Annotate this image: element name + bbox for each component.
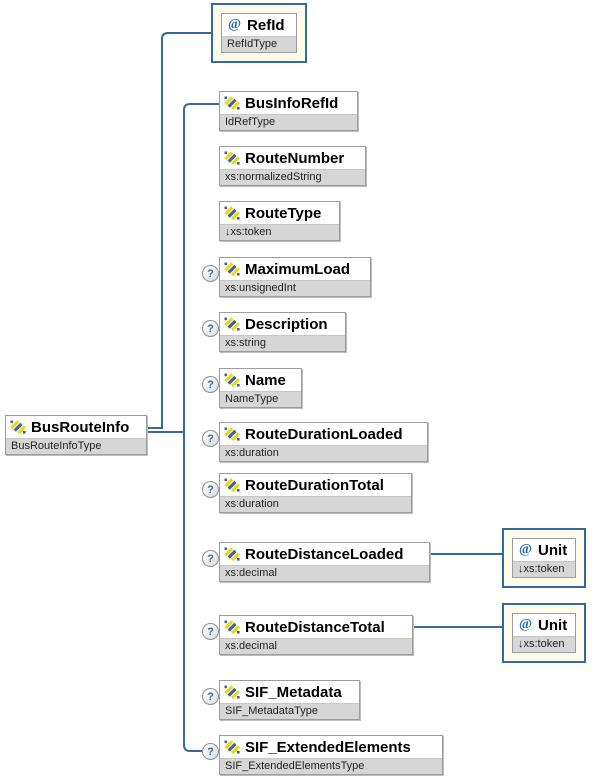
element-name: BusRouteInfo [31, 418, 130, 436]
attribute-name: Unit [538, 541, 568, 559]
attribute-node-unit-loaded[interactable]: @ Unit ↓xs:token [502, 528, 586, 588]
element-node-description[interactable]: Description xs:string [219, 312, 346, 352]
connector-refid [147, 32, 211, 429]
element-type: IdRefType [220, 114, 357, 130]
element-name: Description [245, 315, 328, 333]
attribute-type: RefIdType [222, 36, 296, 52]
optional-indicator: ? [202, 481, 219, 498]
element-icon [224, 151, 240, 165]
element-icon [224, 685, 240, 699]
optional-indicator: ? [202, 550, 219, 567]
element-node-routetype[interactable]: RouteType ↓xs:token [219, 201, 340, 241]
element-name: MaximumLoad [245, 260, 351, 278]
element-type: NameType [220, 391, 301, 407]
element-type: xs:duration [220, 445, 427, 461]
optional-indicator: ? [202, 320, 219, 337]
element-node-businforefid[interactable]: BusInfoRefId IdRefType [219, 91, 358, 131]
element-name: RouteDistanceLoaded [245, 545, 404, 563]
attribute-type: ↓xs:token [513, 561, 575, 577]
element-icon [224, 206, 240, 220]
element-node-routedistancetotal[interactable]: RouteDistanceTotal xs:decimal [219, 615, 413, 655]
element-name: RouteDurationTotal [245, 476, 384, 494]
element-type: xs:unsignedInt [220, 280, 370, 296]
attribute-name: RefId [247, 16, 285, 34]
element-icon [224, 620, 240, 634]
element-type: ↓xs:token [220, 224, 339, 240]
element-type: xs:normalizedString [220, 169, 365, 185]
element-node-busrouteinfo[interactable]: BusRouteInfo BusRouteInfoType [5, 415, 147, 455]
attribute-type: ↓xs:token [513, 636, 575, 652]
attribute-node-unit-total[interactable]: @ Unit ↓xs:token [502, 603, 586, 663]
element-name: Name [245, 371, 286, 389]
element-icon [224, 427, 240, 441]
element-node-maximumload[interactable]: MaximumLoad xs:unsignedInt [219, 257, 371, 297]
element-type: SIF_ExtendedElementsType [220, 758, 442, 774]
connector-children-trunk [183, 103, 219, 752]
element-type: SIF_MetadataType [220, 703, 359, 719]
element-name: RouteDurationLoaded [245, 425, 403, 443]
element-name: SIF_ExtendedElements [245, 738, 411, 756]
optional-indicator: ? [202, 265, 219, 282]
element-icon [224, 373, 240, 387]
attribute-at-icon: @ [519, 542, 533, 557]
element-name: SIF_Metadata [245, 683, 342, 701]
element-node-sif-metadata[interactable]: SIF_Metadata SIF_MetadataType [219, 680, 360, 720]
element-type: xs:decimal [220, 565, 429, 581]
element-icon [224, 317, 240, 331]
attribute-at-icon: @ [228, 17, 242, 32]
element-node-routedurationtotal[interactable]: RouteDurationTotal xs:duration [219, 473, 412, 513]
optional-indicator: ? [202, 430, 219, 447]
element-node-sif-extendedelements[interactable]: SIF_ExtendedElements SIF_ExtendedElement… [219, 735, 443, 775]
element-icon [224, 547, 240, 561]
element-name: RouteType [245, 204, 322, 222]
element-icon [224, 478, 240, 492]
optional-indicator: ? [202, 743, 219, 760]
element-name: RouteNumber [245, 149, 345, 167]
element-icon [10, 420, 26, 434]
element-node-routedurationloaded[interactable]: RouteDurationLoaded xs:duration [219, 422, 428, 462]
element-type: xs:string [220, 335, 345, 351]
element-icon [224, 96, 240, 110]
element-name: BusInfoRefId [245, 94, 339, 112]
optional-indicator: ? [202, 376, 219, 393]
element-node-routenumber[interactable]: RouteNumber xs:normalizedString [219, 146, 366, 186]
element-icon [224, 740, 240, 754]
element-type: BusRouteInfoType [6, 438, 146, 454]
element-type: xs:duration [220, 496, 411, 512]
optional-indicator: ? [202, 623, 219, 640]
element-icon [224, 262, 240, 276]
attribute-at-icon: @ [519, 617, 533, 632]
attribute-name: Unit [538, 616, 568, 634]
element-name: RouteDistanceTotal [245, 618, 385, 636]
attribute-node-refid[interactable]: @ RefId RefIdType [211, 3, 307, 63]
optional-indicator: ? [202, 688, 219, 705]
element-node-name[interactable]: Name NameType [219, 368, 302, 408]
element-type: xs:decimal [220, 638, 412, 654]
element-node-routedistanceloaded[interactable]: RouteDistanceLoaded xs:decimal [219, 542, 430, 582]
